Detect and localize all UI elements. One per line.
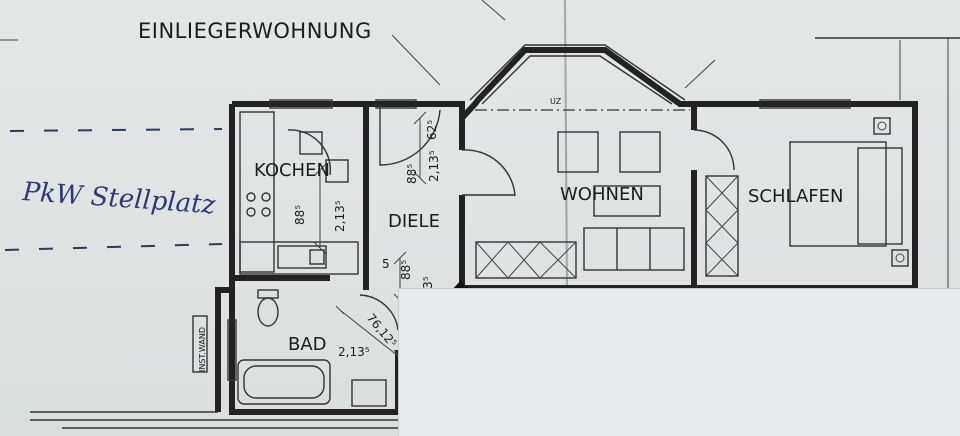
stove-burner <box>261 207 271 217</box>
wardrobe <box>705 175 739 277</box>
dim-kochen-height: 2,13⁵ <box>333 200 347 232</box>
room-label-kochen: KOCHEN <box>254 160 330 181</box>
door-swing-kitchen <box>287 129 332 176</box>
dim-diele-top-height: 2,13⁵ <box>427 150 441 182</box>
window-diele <box>375 99 417 109</box>
uz-annotation: UZ <box>550 97 562 106</box>
bathtub-inner <box>243 365 325 399</box>
outer-wall-left <box>229 104 400 415</box>
window-kitchen <box>269 99 333 109</box>
door-swing-wohnen <box>461 149 516 196</box>
stove-burner <box>261 192 271 202</box>
armchair <box>619 131 661 173</box>
kitchen-counter-bottom <box>239 241 359 275</box>
stove-burner <box>246 192 256 202</box>
room-label-wohnen: WOHNEN <box>560 184 644 205</box>
kitchen-sink <box>277 245 327 269</box>
construction-line <box>481 0 506 21</box>
door-swing-schlafen <box>693 129 735 171</box>
paper-overlay <box>398 288 960 436</box>
dim-diele-lower-small: 5 <box>382 257 390 271</box>
construction-line <box>684 59 716 89</box>
stove-burner <box>246 207 256 217</box>
kitchen-sink-basin <box>309 249 325 265</box>
inst-wand-box <box>192 315 208 373</box>
sideboard-cross <box>475 241 577 279</box>
kitchen-counter <box>239 111 275 273</box>
handwritten-note: PkW Stellplatz <box>21 177 217 220</box>
dim-line-diele <box>413 111 427 185</box>
bay-window-inner <box>481 55 673 105</box>
outer-wall <box>232 47 918 291</box>
coffee-table <box>593 185 661 217</box>
parking-dashed-line-bottom <box>4 243 223 251</box>
door-swing-bad <box>359 294 399 331</box>
outer-wall-step <box>215 287 232 412</box>
dim-diele-top-width: 88⁵ <box>405 164 419 184</box>
bed-pillows <box>857 147 903 245</box>
dim-kochen-width: 88⁵ <box>293 205 307 225</box>
sideboard <box>475 241 577 279</box>
nightstand <box>873 117 891 135</box>
room-label-bad: BAD <box>288 334 327 355</box>
parking-dashed-line-top <box>9 128 223 132</box>
dim-diele-top-small: 62⁵ <box>425 120 439 140</box>
room-label-schlafen: SCHLAFEN <box>748 186 843 207</box>
construction-line <box>391 34 441 86</box>
dim-line-kitchen <box>313 163 327 255</box>
plan-title: EINLIEGERWOHNUNG <box>138 19 372 43</box>
toilet <box>257 297 279 327</box>
kitchen-stool <box>299 131 323 155</box>
washbasin <box>351 379 387 407</box>
nightstand <box>891 249 909 267</box>
lamp <box>877 121 887 131</box>
toilet-tank <box>257 289 279 299</box>
armchair <box>557 131 599 173</box>
bed <box>789 141 887 247</box>
bay-window <box>469 44 686 101</box>
window-bad <box>227 319 237 381</box>
kitchen-stool <box>325 159 349 183</box>
wardrobe-cross <box>705 175 739 277</box>
room-label-diele: DIELE <box>388 211 440 232</box>
door-swing-diele <box>379 104 441 166</box>
inst-wand-label: INST.WAND <box>198 327 207 372</box>
bathtub <box>237 359 331 405</box>
window-schlafen <box>759 99 851 109</box>
sofa <box>583 227 685 271</box>
lamp <box>895 253 905 263</box>
dim-diele-lower-width: 88⁵ <box>399 260 413 280</box>
dim-bad-height: 2,13⁵ <box>338 345 370 359</box>
